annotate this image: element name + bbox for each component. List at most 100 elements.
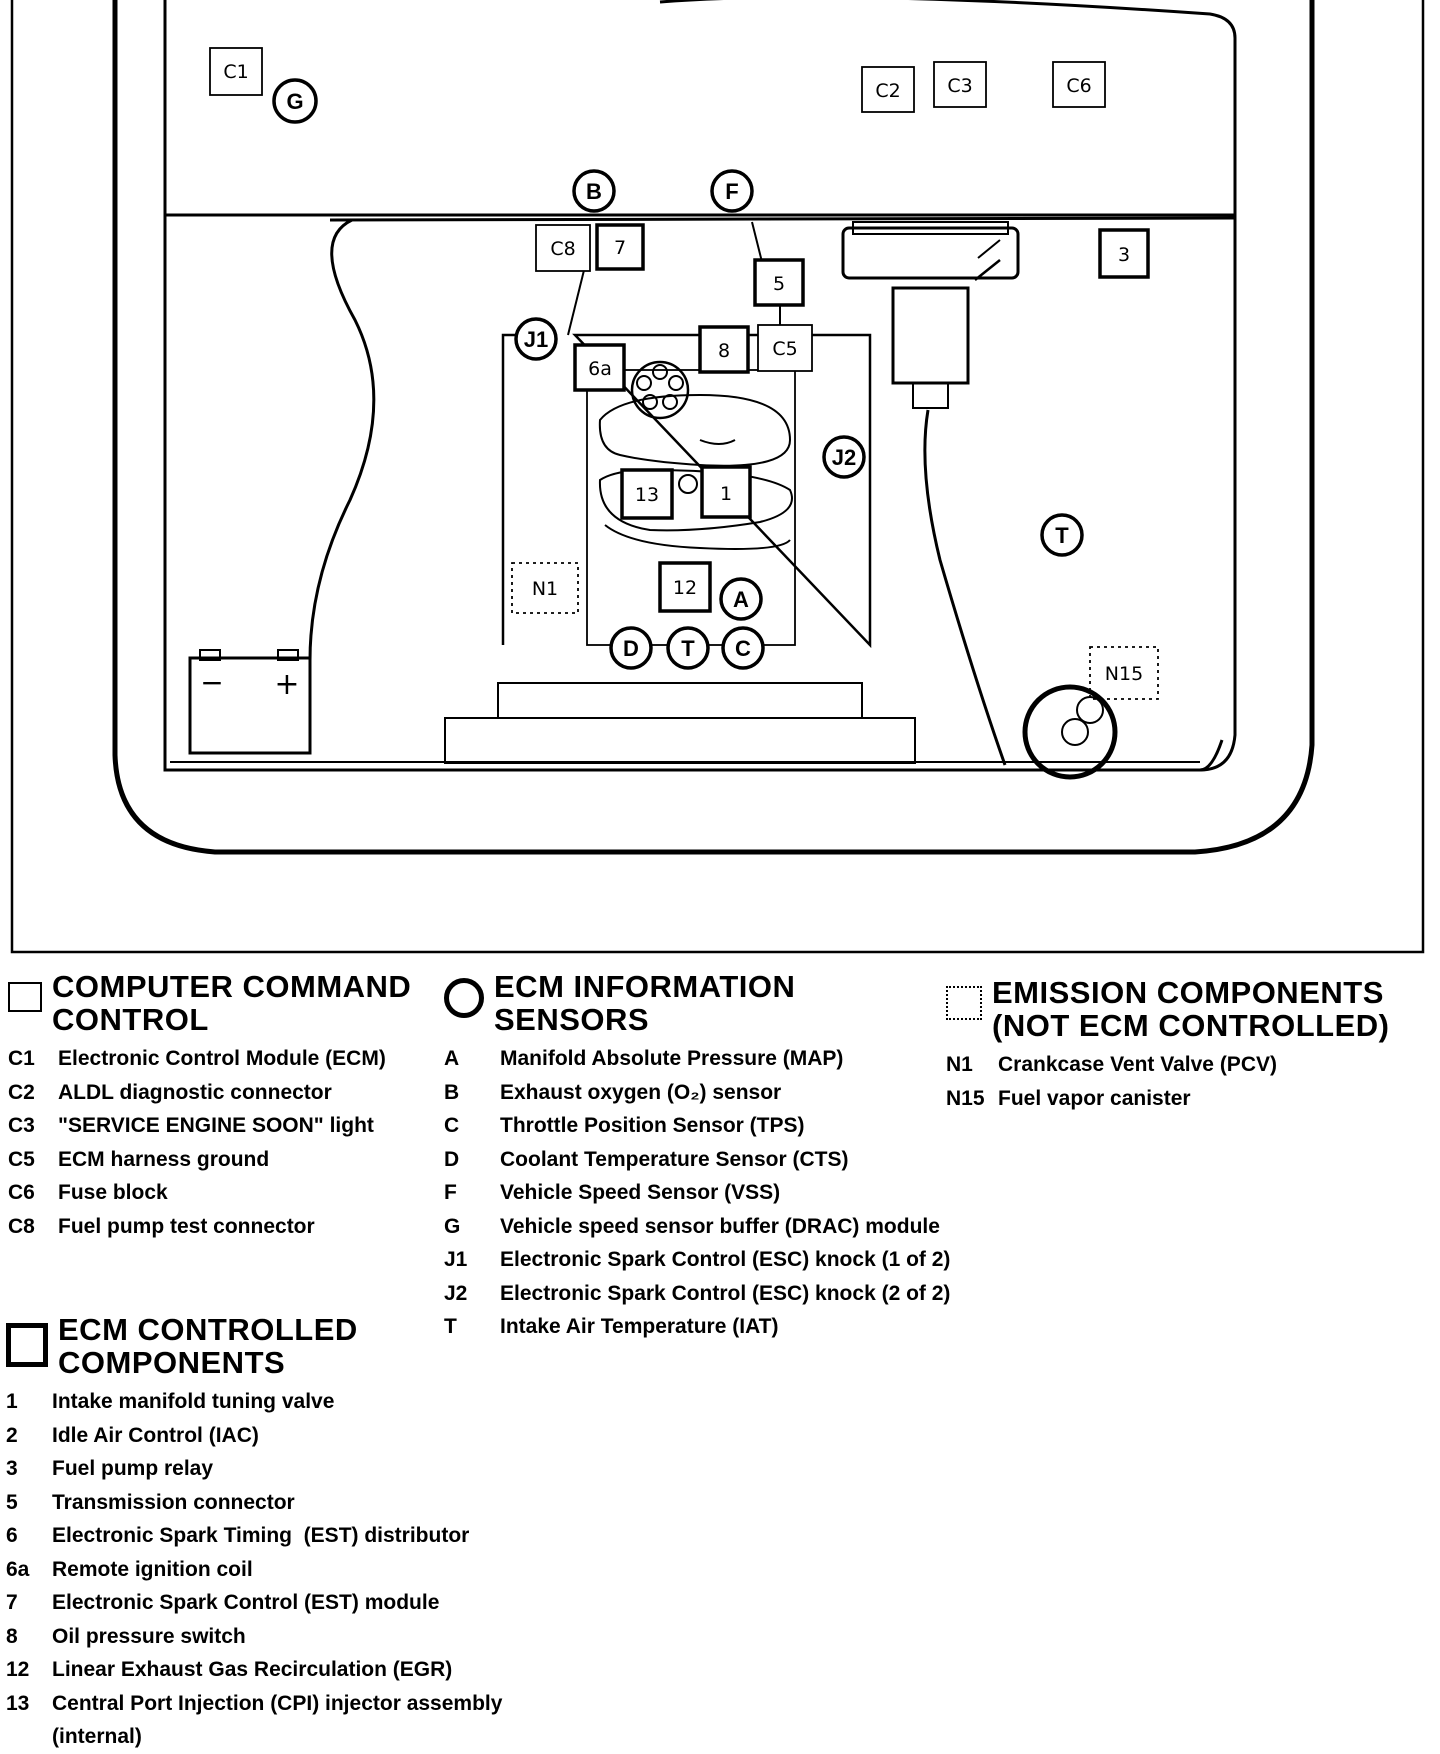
legend-item-description: Fuel vapor canister [998,1086,1191,1110]
legend-item-code: 5 [6,1490,18,1514]
label-13: 13 [635,484,659,506]
legend-item-description: Crankcase Vent Valve (PCV) [998,1053,1277,1076]
legend-emission-header: EMISSION COMPONENTS (NOT ECM CONTROLLED) [946,976,1436,1042]
thin-square-icon [8,982,42,1012]
engine-compartment-diagram: C1 G C2 C3 C6 B F C8 7 5 3 J1 6a 8 C5 J2… [10,0,1425,954]
legend-ecm-sensors-title-2: SENSORS [494,1002,650,1037]
legend-item: 6a Remote ignition coil [6,1553,526,1587]
legend-item-description: Coolant Temperature Sensor (CTS) [500,1147,849,1171]
circle-a [719,577,763,621]
circle-t-right [1040,513,1084,557]
legend-item: C8 Fuel pump test connector [8,1210,448,1244]
throttle-body [841,226,1020,280]
label-8: 8 [718,340,730,362]
label-7: 7 [614,237,626,259]
circle-g [272,78,318,124]
c8-box [535,224,591,272]
legend-item-description: Fuel pump relay [52,1457,214,1480]
label-a: A [733,587,749,612]
box-8 [698,325,750,374]
c6-box [1052,61,1106,108]
legend-item-description: Vehicle speed sensor buffer (DRAC) modul… [500,1214,940,1238]
legend-item-code: J2 [444,1281,468,1305]
box-5 [753,258,805,307]
legend-item: 12 Linear Exhaust Gas Recirculation (EGR) [6,1653,526,1687]
label-n1: N1 [532,578,558,600]
label-c1: C1 [223,61,248,83]
distributor [630,360,690,420]
legend-item-code: 12 [6,1658,30,1681]
legend-item-description: ALDL diagnostic connector [58,1080,332,1104]
circle-f [710,169,754,213]
legend-item-description: Remote ignition coil [52,1557,253,1581]
legend-item-code: C [444,1114,460,1137]
legend-item-description: "SERVICE ENGINE SOON" light [58,1114,374,1137]
label-c6: C6 [1066,75,1091,97]
label-j1: J1 [524,327,548,352]
battery [188,656,312,755]
legend-item: G Vehicle speed sensor buffer (DRAC) modu… [444,1210,964,1244]
label-j2: J2 [832,445,856,470]
label-6a: 6a [588,358,612,380]
label-c8: C8 [550,238,575,260]
legend-ecm-sensors-title-1: ECM INFORMATION [494,969,796,1004]
legend-item-code: C8 [8,1214,35,1238]
label-f: F [725,179,738,204]
battery-minus-label: − [200,666,223,699]
engine-base-upper [497,682,863,719]
legend-item-code: J1 [444,1248,468,1271]
label-c: C [735,636,751,661]
legend-item-description: Transmission connector [52,1490,295,1514]
legend-item-code: G [444,1214,461,1238]
legend-item: 7 Electronic Spark Control (EST) module [6,1586,526,1620]
legend-emission-title-1: EMISSION COMPONENTS [992,975,1384,1010]
legend-item-code: C2 [8,1080,35,1104]
legend-ecm-controlled-title-2: COMPONENTS [58,1345,286,1380]
legend-emission-title-2: (NOT ECM CONTROLLED) [992,1008,1390,1043]
legend-item-description: Fuel pump test connector [58,1214,315,1238]
box-7 [595,223,645,271]
legend-item-description: Central Port Injection (CPI) injector as… [52,1691,503,1749]
legend-item-description: Electronic Spark Control (EST) module [52,1591,440,1614]
battery-post-positive [277,649,299,661]
legend-emission: EMISSION COMPONENTS (NOT ECM CONTROLLED)… [946,976,1436,1115]
legend-item-description: ECM harness ground [58,1147,270,1171]
label-t-right: T [1055,523,1069,548]
legend-item-code: C1 [8,1047,35,1070]
dotted-square-icon [946,986,982,1020]
legend-item-code: B [444,1080,460,1104]
circle-d [609,626,653,670]
legend-item: C3"SERVICE ENGINE SOON" light [8,1109,448,1143]
legend-item-code: 1 [6,1390,18,1413]
legend-item-description: Vehicle Speed Sensor (VSS) [500,1181,781,1204]
legend-item-code: 6a [6,1557,30,1581]
c3-box [933,61,987,108]
legend-item-description: Linear Exhaust Gas Recirculation (EGR) [52,1658,453,1681]
legend-item-code: 2 [6,1423,18,1447]
legend-item-description: Fuse block [58,1181,168,1204]
legend-item-code: 7 [6,1591,18,1614]
legend-item-description: Manifold Absolute Pressure (MAP) [500,1047,844,1070]
legend-item: 5 Transmission connector [6,1486,526,1520]
label-c5: C5 [772,338,797,360]
c1-box [209,47,263,96]
